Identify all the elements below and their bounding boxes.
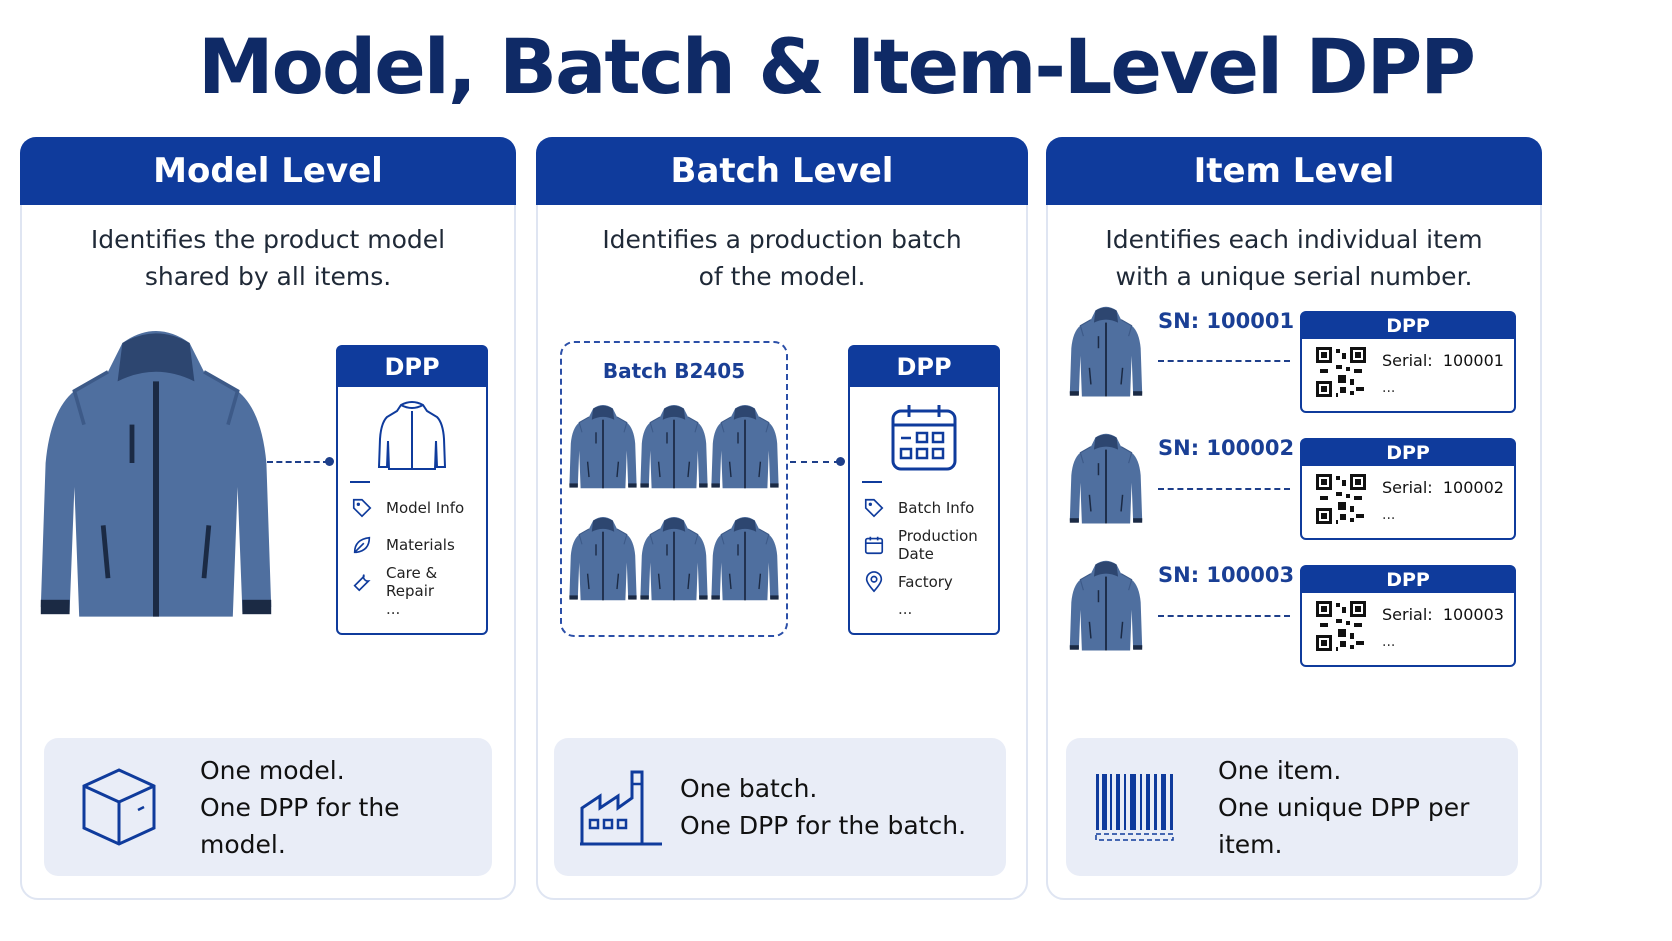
batch-footer-text: One batch. One DPP for the batch. [680,774,967,840]
jacket-image [568,513,638,605]
item-level-header: Item Level [1046,137,1542,205]
model-dpp-title: DPP [338,347,486,387]
item-connector [1158,488,1290,490]
jacket-outline-icon [377,401,447,470]
page-title: Model, Batch & Item-Level DPP [197,22,1476,111]
barcode-icon [1095,774,1174,841]
item-dpp-title: DPP [1302,567,1514,593]
tag-icon [864,498,884,517]
batch-level-description: Identifies a production batch of the mod… [602,225,962,291]
serial-text: Serial: 100001 [1382,351,1504,370]
serial-number-label: SN: 100002 [1158,436,1295,460]
serial-info: Serial: 100001 ... [1382,347,1504,396]
serial-row: Serial: 100002 ... [1302,466,1514,524]
serial-number-label: SN: 100001 [1158,309,1295,333]
batch-connector [790,461,840,463]
batch-level-panel: Batch Level Identifies a production batc… [536,137,1028,900]
dpp-item-label: Materials [386,535,455,554]
item-footer: One item. One unique DPP per item. [1066,738,1518,876]
jacket-image [639,401,709,493]
dpp-more: ... [898,600,913,618]
jacket-image [710,401,780,493]
jacket-image [710,513,780,605]
list-item: Care & Repair [350,563,486,600]
model-footer-text: One model. One DPP for the model. [200,755,400,859]
batch-dpp-title: DPP [850,347,998,387]
jacket-image [639,513,709,605]
dpp-divider [862,481,882,483]
tag-icon [352,498,372,517]
serial-label: Serial: [1382,605,1433,624]
factory-icon [580,770,662,846]
jacket-image [1066,557,1146,655]
list-item: Batch Info [862,489,998,526]
jacket-image [568,401,638,493]
qr-code-icon [1316,347,1366,397]
serial-label: Serial: [1382,478,1433,497]
batch-dpp-card: DPP Batch Info Production Date [848,345,1000,635]
dpp-more: ... [1382,634,1396,650]
dpp-item-label: Batch Info [898,498,975,517]
box-icon [82,768,156,846]
model-dpp-list: Model Info Materials Care & Repair [338,489,486,600]
list-item: Materials [350,526,486,563]
model-connector-dot [325,457,334,466]
batch-box: Batch B2405 [560,341,788,637]
dpp-more: ... [1382,380,1396,396]
list-item: Factory [862,563,998,600]
item-dpp-title: DPP [1302,313,1514,339]
item-dpp-card: DPP Serial: 100002 ... [1300,438,1516,540]
item-connector [1158,615,1290,617]
jacket-image [1066,430,1146,528]
model-footer: One model. One DPP for the model. [44,738,492,876]
dpp-more: ... [386,600,401,618]
leaf-icon [353,536,371,553]
batch-level-header: Batch Level [536,137,1028,205]
qr-code-icon [1316,474,1366,524]
qr-code-icon [1316,601,1366,651]
wrench-icon [353,573,371,591]
model-connector [267,461,329,463]
dpp-divider [350,481,370,483]
serial-info: Serial: 100002 ... [1382,474,1504,523]
batch-label: Batch B2405 [602,359,746,383]
model-dpp-card: DPP Model Info Materials Care & Repair .… [336,345,488,635]
item-level-description: Identifies each individual item with a u… [1105,225,1483,291]
dpp-item-label: Production Date [898,526,978,563]
location-pin-icon [865,570,883,592]
serial-text: Serial: 100002 [1382,478,1504,497]
serial-row: Serial: 100001 ... [1302,339,1514,397]
serial-number-label: SN: 100003 [1158,563,1295,587]
serial-text: Serial: 100003 [1382,605,1504,624]
item-footer-text: One item. One unique DPP per item. [1218,755,1470,859]
list-item: Production Date [862,526,998,563]
serial-value: 100002 [1442,478,1504,497]
item-dpp-title: DPP [1302,440,1514,466]
item-level-panel: Item Level Identifies each individual it… [1046,137,1542,900]
serial-row: Serial: 100003 ... [1302,593,1514,651]
batch-footer: One batch. One DPP for the batch. [554,738,1006,876]
serial-value: 100001 [1442,351,1504,370]
serial-value: 100003 [1442,605,1504,624]
dpp-item-label: Factory [898,572,953,591]
dpp-more: ... [1382,507,1396,523]
model-level-panel: Model Level Identifies the product model… [20,137,516,900]
calendar-icon [891,405,957,471]
jacket-image [1066,303,1146,401]
item-connector [1158,360,1290,362]
list-item: Model Info [350,489,486,526]
serial-info: Serial: 100003 ... [1382,601,1504,650]
batch-connector-dot [836,457,845,466]
model-level-description: Identifies the product model shared by a… [90,225,446,291]
item-dpp-card: DPP Serial: 100001 ... [1300,311,1516,413]
dpp-item-label: Model Info [386,498,465,517]
dpp-item-label: Care & Repair [386,563,438,600]
jacket-image [36,313,276,637]
calendar-icon [864,536,884,554]
item-dpp-card: DPP Serial: 100003 ... [1300,565,1516,667]
batch-dpp-list: Batch Info Production Date Factory [850,489,998,600]
serial-label: Serial: [1382,351,1433,370]
model-level-header: Model Level [20,137,516,205]
